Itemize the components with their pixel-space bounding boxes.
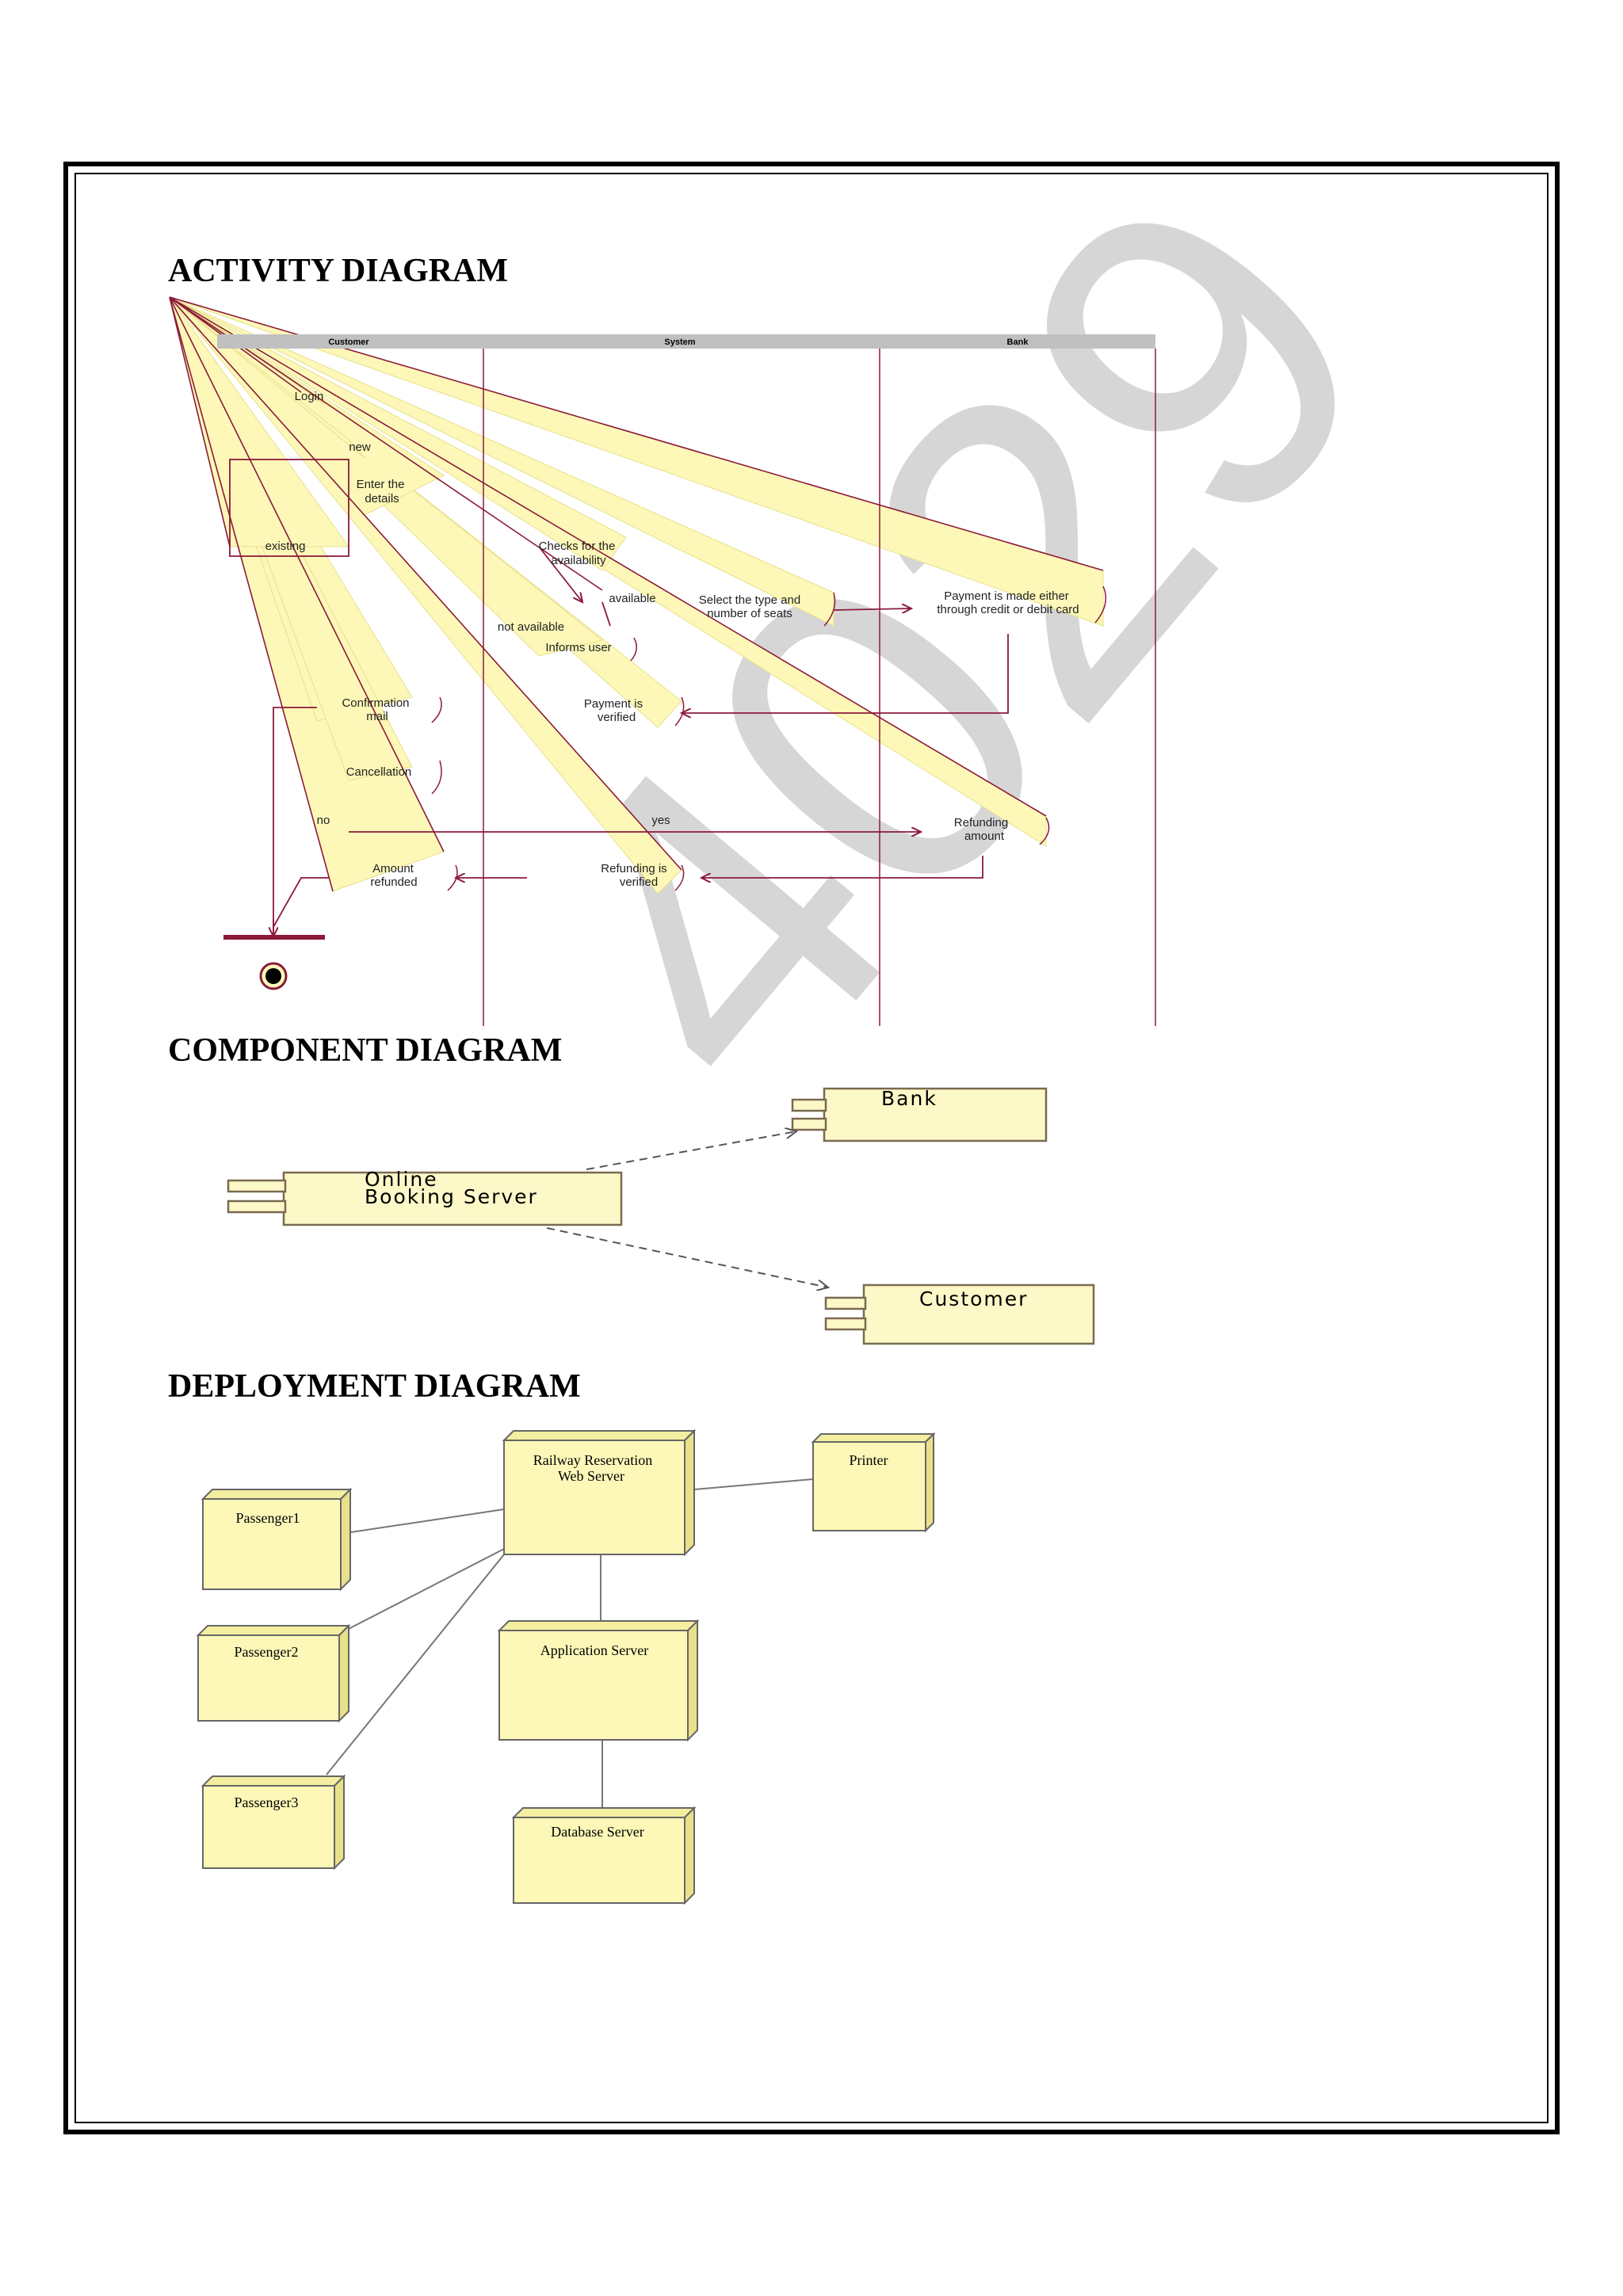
node-informs-user: Informs user [545,641,611,654]
node-web-server: Railway Reservation Web Server [502,1428,697,1557]
guard-new: new [349,441,371,454]
callout-wedges [169,296,1104,894]
component-bank [823,1087,1048,1142]
lane-system: System [664,338,695,347]
bank-port-1 [791,1098,827,1112]
passenger2-label: Passenger2 [235,1644,299,1660]
lane-bank: Bank [1007,338,1029,347]
node-payment-2: through credit or debit card [937,603,1079,616]
customer-label: Customer [919,1287,1028,1310]
guard-available: available [609,592,655,605]
node-cancellation: Cancellation [346,765,412,779]
swimlane-header [217,334,1155,349]
web-server-label-1: Railway Reservation [533,1452,652,1468]
wedge-checks [169,296,627,571]
application-server-label: Application Server [540,1642,648,1658]
activity-flows [229,459,1009,936]
dependency-to-customer [546,1227,828,1287]
node-refunding-amount-1: Refunding [954,816,1008,830]
passenger1-label: Passenger1 [236,1510,300,1526]
node-database-server: Database Server [511,1806,697,1905]
deployment-diagram: Railway Reservation Web Server Printer P… [196,1428,936,1905]
node-refunding-verified-2: verified [620,875,658,889]
node-enter-details-1: Enter the [357,478,405,491]
final-node-inner [265,968,281,984]
bank-label: Bank [881,1087,938,1110]
printer-label: Printer [850,1452,888,1468]
node-confirmation-1: Confirmation [342,696,409,710]
guard-existing: existing [265,540,306,553]
guard-not-available: not available [498,620,564,634]
bank-port-2 [791,1117,827,1131]
customer-port-2 [824,1317,867,1331]
customer-port-1 [824,1296,867,1310]
node-payment-verified-1: Payment is [584,697,643,711]
node-checks-2: availability [551,554,606,567]
activity-node-outlines [431,585,1107,891]
activity-diagram: Customer System Bank Login new Enter the… [169,296,1156,1026]
database-server-label: Database Server [551,1824,643,1840]
node-enter-details-2: details [365,492,399,505]
guard-no: no [317,814,330,827]
web-server-label-2: Web Server [558,1468,624,1484]
dependency-to-bank [586,1131,796,1170]
component-customer [862,1283,1095,1345]
component-diagram: Bank Online Booking Server Customer [227,1087,1095,1345]
server-label-1: Online [365,1168,438,1191]
node-checks-1: Checks for the [539,540,616,553]
page-border-outer [63,162,1560,2134]
activity-diagram-heading: ACTIVITY DIAGRAM [168,253,508,289]
join-bar [223,935,325,940]
node-application-server: Application Server [497,1619,700,1742]
node-login: Login [295,390,324,403]
node-passenger2: Passenger2 [196,1623,351,1723]
node-select-1: Select the type and [699,593,800,607]
node-confirmation-2: mail [366,710,388,723]
node-payment-verified-2: verified [598,711,636,724]
lane-customer: Customer [328,338,369,347]
guard-yes: yes [651,814,670,827]
node-select-2: number of seats [707,607,792,620]
passenger3-label: Passenger3 [235,1794,299,1810]
node-refunding-verified-1: Refunding is [601,862,666,875]
deployment-links [326,1478,814,1808]
node-printer: Printer [811,1432,936,1533]
deployment-diagram-heading: DEPLOYMENT DIAGRAM [168,1368,581,1405]
node-payment-1: Payment is made either [944,589,1069,603]
server-label-2: Booking Server [365,1185,538,1208]
node-passenger3: Passenger3 [200,1774,346,1871]
node-passenger1: Passenger1 [200,1487,353,1592]
node-amount-refunded-2: refunded [370,875,417,889]
node-refunding-amount-2: amount [964,830,1005,843]
component-diagram-heading: COMPONENT DIAGRAM [168,1032,563,1069]
server-port-2 [227,1199,287,1214]
page-border-inner [74,173,1549,2123]
server-port-1 [227,1179,287,1193]
component-online-booking-server [282,1171,623,1226]
node-amount-refunded-1: Amount [372,862,414,875]
